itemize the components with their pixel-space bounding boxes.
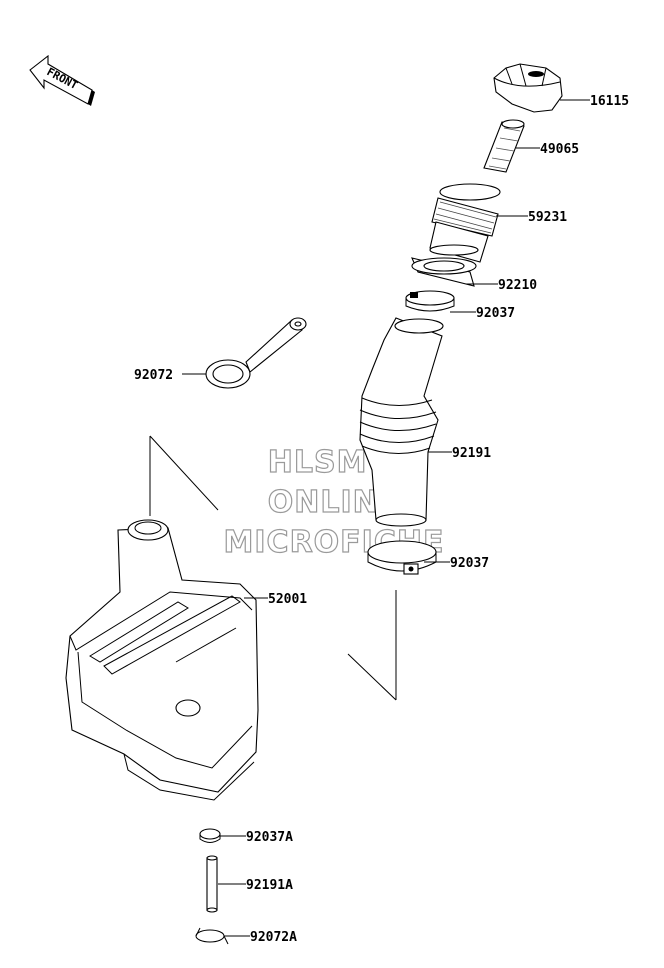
fuel-tank-icon (65, 519, 259, 801)
part-16115[interactable]: 16115 (493, 63, 629, 113)
part-label-92191: 92191 (452, 446, 491, 461)
strap-icon (205, 317, 307, 389)
assembly-lines (149, 435, 397, 701)
clamp-icon (405, 290, 455, 312)
part-52001[interactable]: 52001 (65, 519, 307, 801)
part-92191[interactable]: 92191 (359, 317, 491, 527)
part-label-92191A: 92191A (246, 878, 293, 893)
wire-clip-icon (195, 927, 229, 945)
part-label-49065: 49065 (540, 142, 579, 157)
part-49065[interactable]: 49065 (483, 119, 579, 173)
part-92210[interactable]: 92210 (411, 257, 537, 293)
part-92037-bottom[interactable]: 92037 (367, 540, 489, 575)
part-92072A[interactable]: 92072A (195, 927, 297, 945)
bellows-hose-icon (359, 317, 444, 527)
part-92191A[interactable]: 92191A (206, 855, 293, 913)
filler-neck-icon (429, 183, 501, 263)
part-label-92072A: 92072A (250, 930, 297, 945)
front-arrow-icon: FRONT (29, 54, 95, 106)
filter-screen-icon (483, 119, 525, 173)
part-label-92037-top: 92037 (476, 306, 515, 321)
part-92072[interactable]: 92072 (134, 317, 307, 389)
part-label-92072: 92072 (134, 368, 173, 383)
part-label-59231: 59231 (528, 210, 567, 225)
hose-clamp-icon (367, 540, 437, 575)
part-59231[interactable]: 59231 (429, 183, 567, 263)
part-92037-top[interactable]: 92037 (405, 290, 515, 321)
nut-ring-icon (411, 257, 477, 287)
part-label-92037-bottom: 92037 (450, 556, 489, 571)
part-92037A[interactable]: 92037A (199, 828, 293, 845)
part-label-16115: 16115 (590, 94, 629, 109)
vent-tube-icon (206, 855, 218, 913)
part-label-52001: 52001 (268, 592, 307, 607)
fuel-cap-icon (493, 63, 563, 113)
part-label-92210: 92210 (498, 278, 537, 293)
small-clamp-icon (199, 828, 221, 843)
part-label-92037A: 92037A (246, 830, 293, 845)
